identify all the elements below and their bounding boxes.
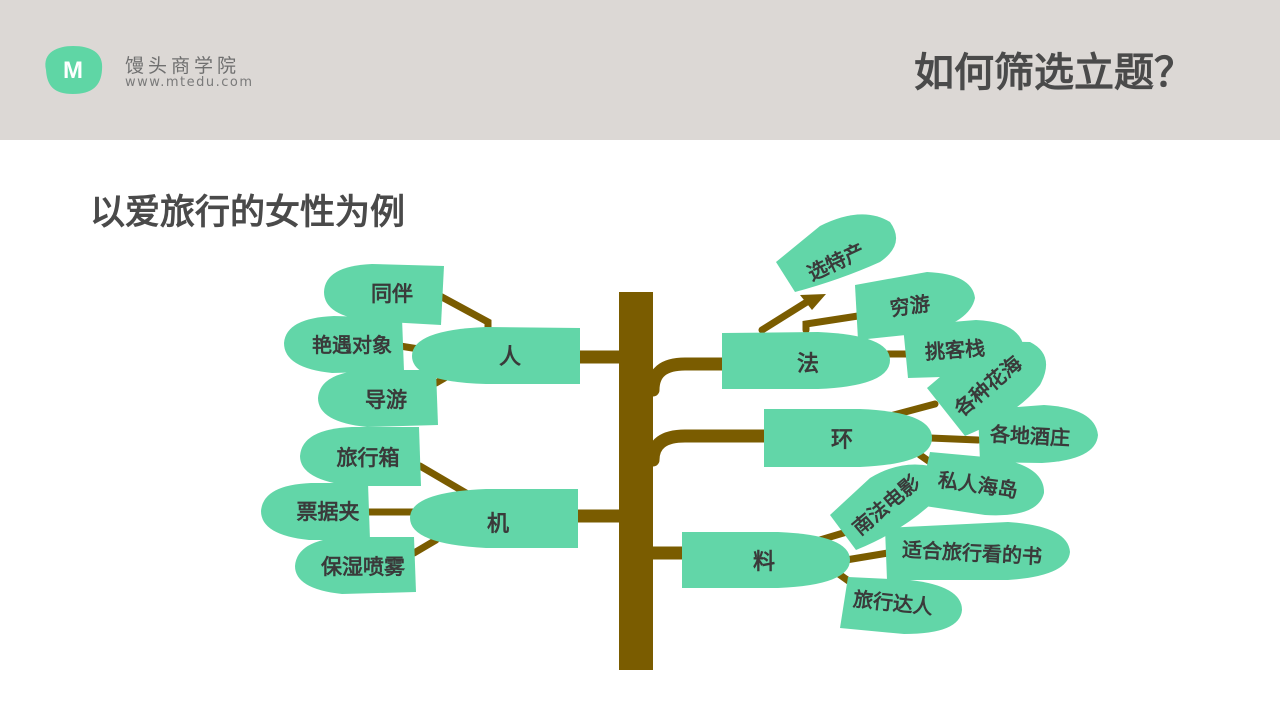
leaf-shapes [261, 214, 1098, 634]
branch-leaf-shapes [410, 327, 932, 588]
branch-label-huan: 环 [831, 428, 853, 453]
logo-letter: M [63, 57, 83, 84]
header-bar: M 馒头商学院 www.mtedu.com 如何筛选立题？ [0, 0, 1280, 140]
leaf-xuantechan [776, 214, 897, 292]
leaf-label-tongban: 同伴 [371, 282, 413, 306]
twig-ji-3 [410, 536, 440, 557]
leaf-liao [682, 532, 850, 588]
branch-huan [646, 429, 772, 467]
leaf-ren [412, 327, 580, 384]
leaf-ji [410, 489, 578, 548]
branch-label-fa: 法 [797, 352, 819, 377]
twig-fa-2 [802, 312, 862, 334]
leaf-huahai [927, 341, 1047, 436]
leaf-haidao [918, 452, 1045, 516]
twig-ji-1 [416, 462, 470, 497]
page-title: 如何筛选立题？ [914, 50, 1194, 96]
brand-url: www.mtedu.com [125, 75, 254, 90]
leaf-label-tiaokezhan: 挑客栈 [924, 336, 986, 364]
leaf-label-baoshi: 保湿喷雾 [320, 555, 406, 579]
leaf-daren [840, 577, 962, 634]
leaf-nanfa [830, 464, 940, 550]
leaf-label-yanyu: 艳遇对象 [312, 333, 392, 357]
twig-liao-2 [842, 549, 892, 564]
slide-subtitle: 以爱旅行的女性为例 [90, 193, 406, 233]
arrow-head-icon [800, 294, 826, 310]
leaf-huan [764, 409, 932, 467]
leaf-piaojujia [261, 483, 370, 540]
branch-fa [646, 357, 732, 397]
mtedu-logo-icon: M [45, 46, 103, 94]
leaf-fa [722, 332, 890, 389]
leaf-label-qiongyou: 穷游 [889, 291, 932, 320]
brand-name: 馒头商学院 [125, 55, 241, 77]
leaf-baoshi [295, 537, 416, 594]
branch-label-ren: 人 [499, 345, 521, 370]
branch-label-ji: 机 [487, 512, 509, 537]
tree-trunk [619, 292, 653, 670]
leaf-label-jiuzhuang: 各地酒庄 [988, 422, 1070, 450]
leaf-daoyou [318, 370, 438, 427]
leaf-label-daoyou: 导游 [365, 388, 407, 412]
leaf-lvxingxiang [300, 427, 421, 486]
leaf-jiuzhuang [978, 405, 1098, 463]
leaf-tongban [324, 264, 444, 325]
leaf-label-piaojujia: 票据夹 [297, 500, 360, 524]
twig-fa-1 [758, 296, 814, 334]
leaf-label-lvxingxiang: 旅行箱 [337, 446, 400, 470]
twig-huan-2 [926, 434, 982, 444]
leaf-yanyu [284, 316, 404, 373]
branch-label-liao: 料 [753, 550, 775, 575]
leaf-shu [885, 522, 1070, 580]
